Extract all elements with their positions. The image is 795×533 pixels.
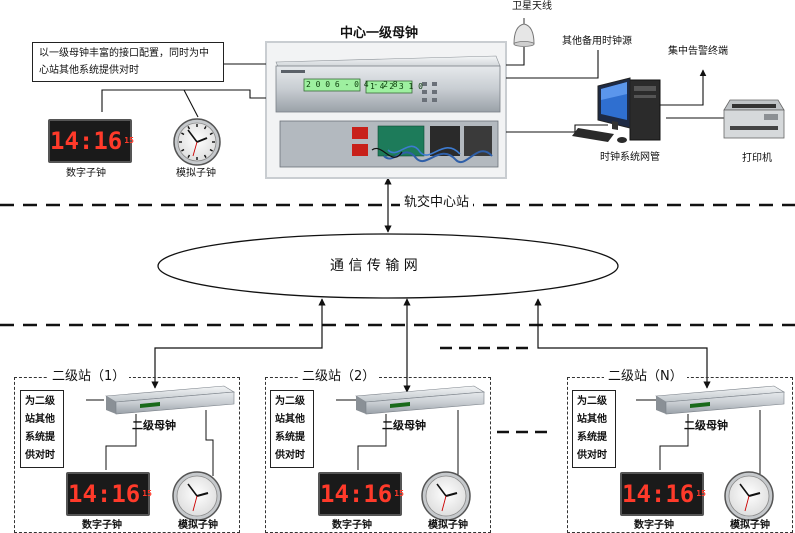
station-1-links bbox=[86, 399, 214, 476]
station-1-digital-clock-time: 14:16 bbox=[68, 480, 141, 508]
station-n-secondary-clock-label: 二级母钟 bbox=[684, 419, 728, 432]
secondary-clock-unit-1 bbox=[105, 385, 235, 415]
digital-clock-time: 14:16 bbox=[50, 127, 123, 155]
station-n-note: 为二级站其他系统提供对时 bbox=[572, 390, 616, 468]
analog-clock-label: 模拟子钟 bbox=[176, 168, 216, 179]
clock-tick bbox=[187, 154, 191, 158]
station-1-analog-clock-label: 模拟子钟 bbox=[178, 520, 218, 531]
station-2-analog-clock-label: 模拟子钟 bbox=[428, 520, 468, 531]
station-1-title: 二级站（1） bbox=[48, 369, 130, 385]
link-network-manager bbox=[506, 124, 608, 133]
station-n-links bbox=[636, 399, 761, 476]
station-n-digital-clock-time: 14:16 bbox=[622, 480, 695, 508]
link-network-stationN bbox=[534, 298, 711, 389]
computer-icon bbox=[572, 77, 661, 143]
secondary-clock-unit-n bbox=[655, 385, 785, 415]
station-n-analog-clock-icon bbox=[724, 471, 774, 521]
station-1-note: 为二级站其他系统提供对时 bbox=[20, 390, 64, 468]
alarm-terminal-label: 集中告警终端 bbox=[668, 46, 728, 57]
clock-tick bbox=[209, 148, 213, 152]
main-clock-front-unit bbox=[275, 55, 501, 113]
station-2-analog-clock-icon bbox=[421, 471, 471, 521]
clock-tick bbox=[181, 132, 185, 136]
satellite-antenna-label: 卫星天线 bbox=[512, 1, 552, 12]
satellite-antenna-icon bbox=[513, 18, 535, 47]
network-manager-label: 时钟系统网管 bbox=[600, 152, 660, 163]
station-1-digital-clock-seconds: 15 bbox=[142, 489, 152, 498]
link-antenna bbox=[506, 47, 525, 66]
station-2-digital-clock-seconds: 15 bbox=[394, 489, 404, 498]
main-clock-panel-time: 1 4 2 3 1 0 bbox=[370, 82, 423, 91]
link-network-station1 bbox=[151, 298, 326, 389]
station-1-secondary-clock-label: 二级母钟 bbox=[132, 419, 176, 432]
link-main-subclocks bbox=[101, 89, 266, 112]
clock-tick bbox=[187, 126, 191, 130]
station-2-secondary-clock-label: 二级母钟 bbox=[382, 419, 426, 432]
station-1-digital-clock-label: 数字子钟 bbox=[82, 520, 122, 531]
network-ellipse bbox=[157, 233, 619, 299]
central-station-label: 轨交中心站 bbox=[400, 196, 474, 210]
main-clock-title: 中心一级母钟 bbox=[340, 26, 419, 41]
analog-clock-icon bbox=[173, 118, 221, 166]
clock-tick bbox=[203, 154, 207, 158]
station-1-analog-clock-icon bbox=[172, 471, 222, 521]
station-n-digital-clock-label: 数字子钟 bbox=[634, 520, 674, 531]
link-alarm-terminal bbox=[656, 69, 707, 106]
station-n-title: 二级站（N） bbox=[604, 369, 687, 385]
station-2-note: 为二级站其他系统提供对时 bbox=[270, 390, 314, 468]
digital-clock-seconds: 15 bbox=[124, 136, 134, 145]
link-backup-source bbox=[506, 50, 599, 79]
station-2-digital-clock-time: 14:16 bbox=[320, 480, 393, 508]
clock-tick bbox=[181, 148, 185, 152]
main-clock-rear-unit bbox=[279, 120, 499, 168]
backup-source-label: 其他备用时钟源 bbox=[562, 36, 632, 47]
station-2-title: 二级站（2） bbox=[298, 369, 380, 385]
station-2-links bbox=[336, 399, 459, 476]
clock-tick bbox=[203, 126, 207, 130]
printer-icon bbox=[723, 99, 785, 139]
central-note: 以一级母钟丰富的接口配置，同时为中心站其他系统提供对时 bbox=[32, 42, 224, 82]
digital-clock-label: 数字子钟 bbox=[66, 168, 106, 179]
clock-tick bbox=[209, 132, 213, 136]
station-n-digital-clock-seconds: 15 bbox=[696, 489, 706, 498]
network-label: 通 信 传 输 网 bbox=[330, 258, 418, 274]
station-n-analog-clock-label: 模拟子钟 bbox=[730, 520, 770, 531]
link-main-analog bbox=[183, 89, 199, 118]
secondary-clock-unit-2 bbox=[355, 385, 485, 415]
printer-label: 打印机 bbox=[742, 153, 772, 164]
main-clock-panel-date: 2 0 0 6 - 0 4 - 2 8 bbox=[306, 80, 398, 89]
station-2-digital-clock-label: 数字子钟 bbox=[332, 520, 372, 531]
